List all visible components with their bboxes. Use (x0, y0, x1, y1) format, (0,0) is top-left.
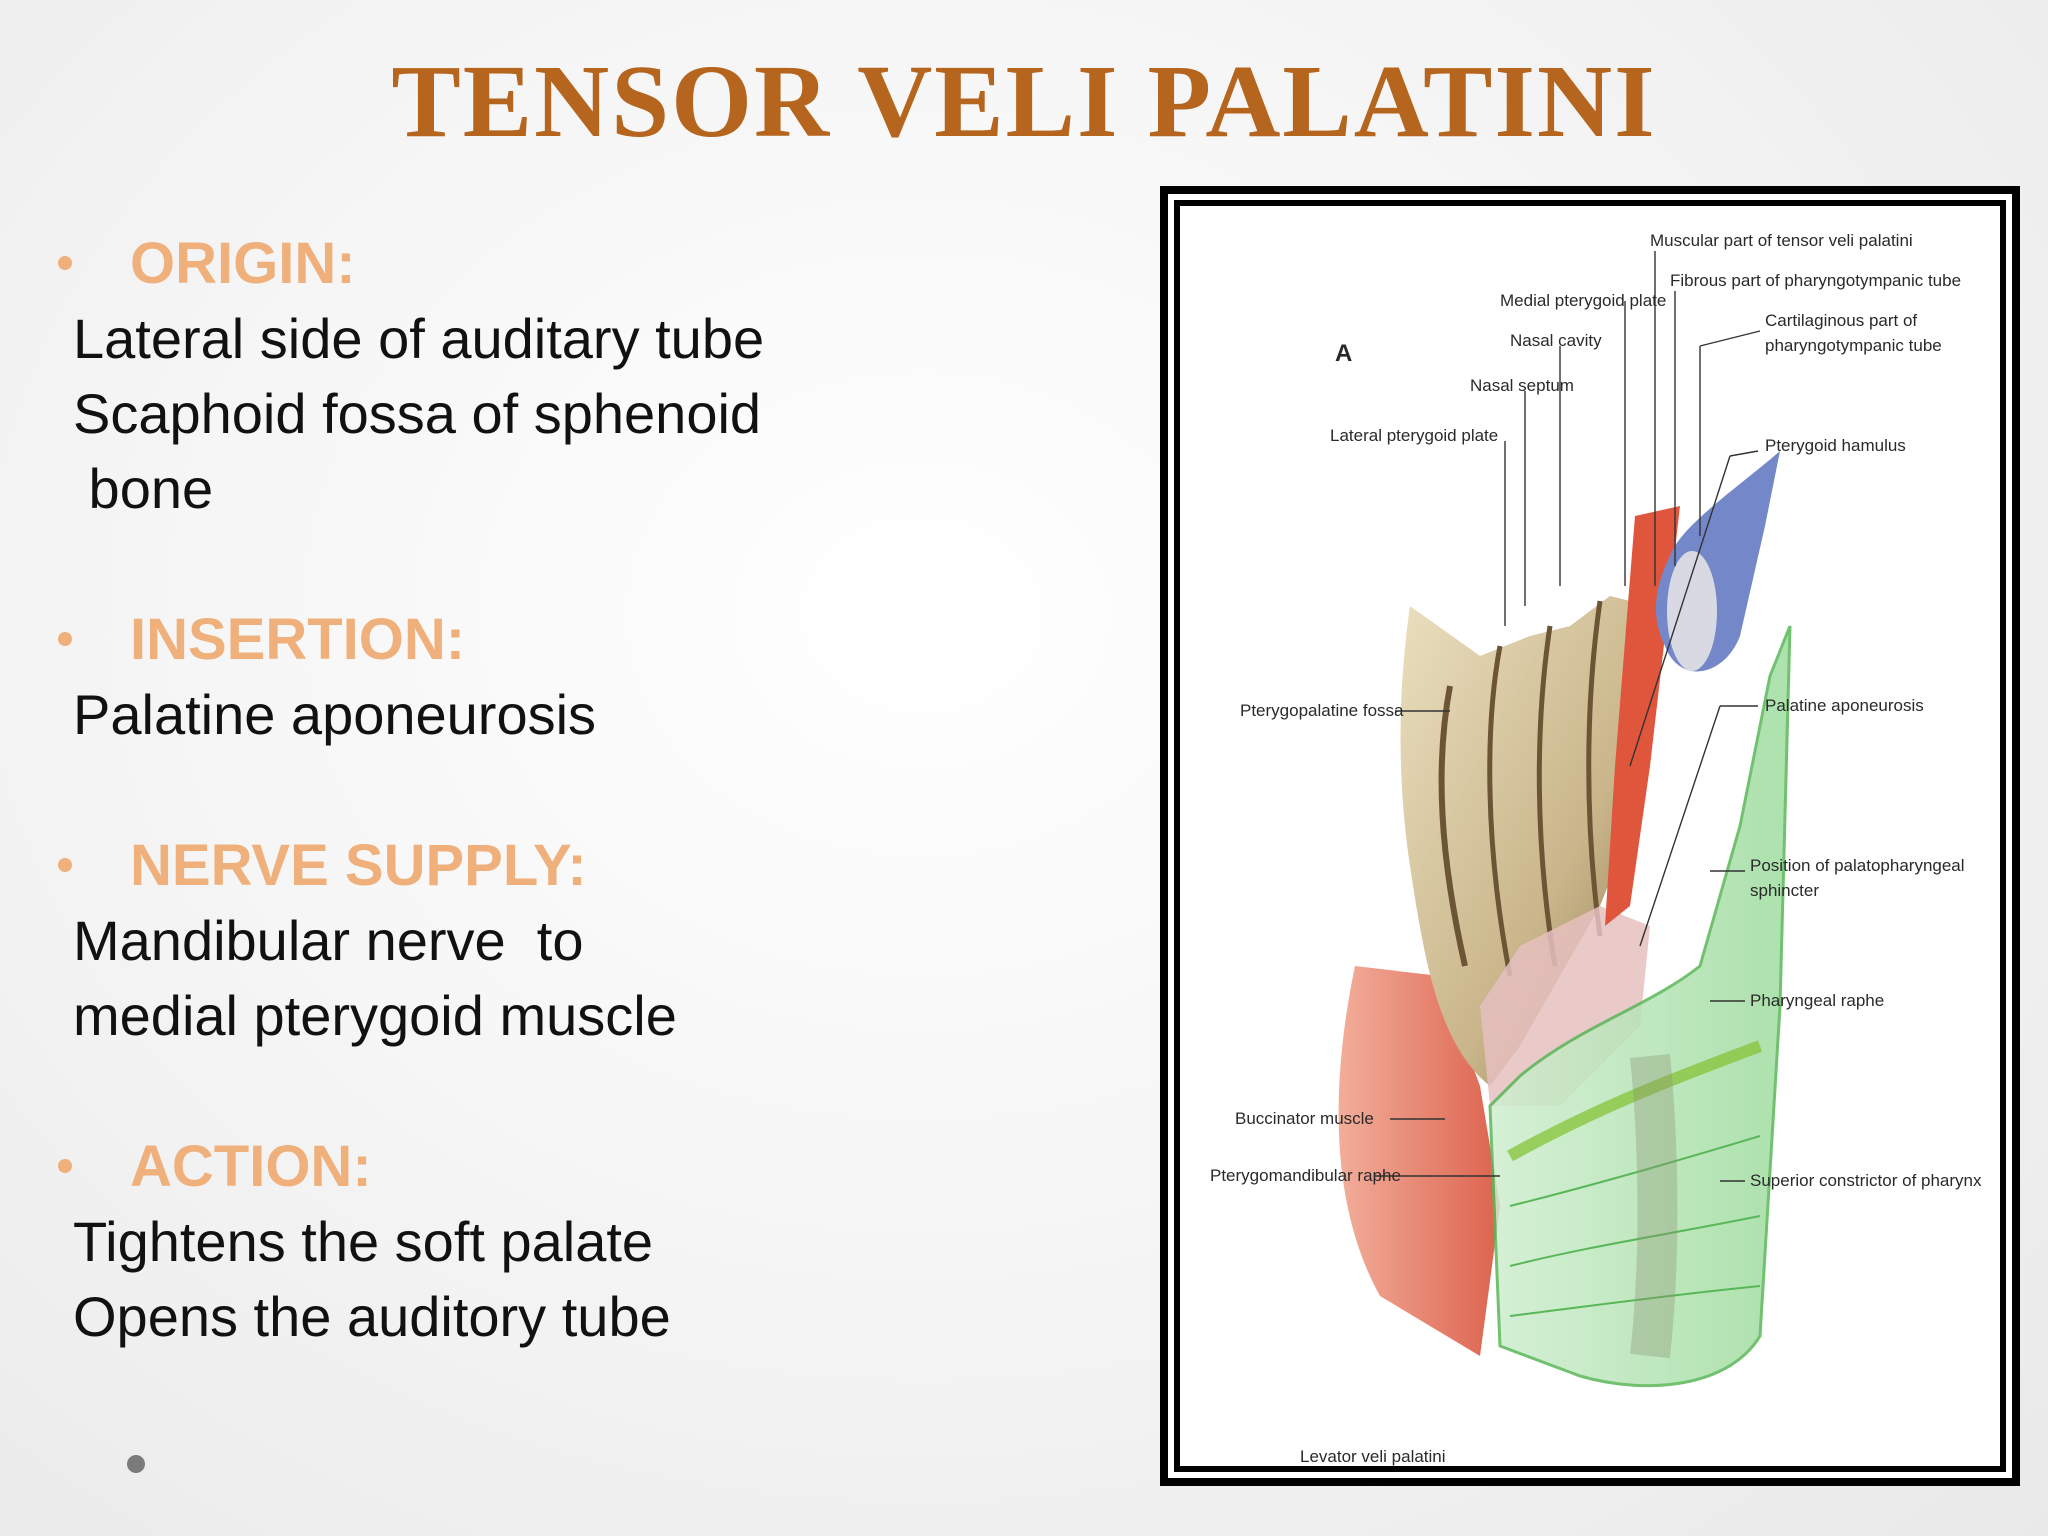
label-buccinator: Buccinator muscle (1235, 1109, 1374, 1128)
label-muscular-part: Muscular part of tensor veli palatini (1650, 231, 1913, 250)
action-line: Tightens the soft palate (73, 1210, 654, 1273)
insertion-heading: INSERTION: (55, 601, 1115, 677)
label-levator: Levator veli palatini (1300, 1447, 1446, 1466)
origin-heading-text: ORIGIN: (130, 230, 356, 296)
label-cartilaginous-2: pharyngotympanic tube (1765, 336, 1942, 355)
action-heading-text: ACTION: (130, 1133, 372, 1199)
insertion-heading-text: INSERTION: (130, 606, 466, 672)
label-cartilaginous-1: Cartilaginous part of (1765, 311, 1917, 330)
action-line: Opens the auditory tube (73, 1285, 671, 1348)
action-heading: ACTION: (55, 1128, 1115, 1204)
label-medial-pterygoid-plate: Medial pterygoid plate (1500, 291, 1666, 310)
label-pharyngeal-raphe: Pharyngeal raphe (1750, 991, 1884, 1010)
slide-indicator-icon (127, 1455, 145, 1473)
label-superior-constrictor: Superior constrictor of pharynx (1750, 1171, 1982, 1190)
nerve-supply-heading-text: NERVE SUPPLY: (130, 832, 587, 898)
section-action: ACTION: Tightens the soft palate Opens t… (55, 1128, 1115, 1354)
bullet-icon (58, 256, 72, 270)
anatomy-illustration: A Muscular part of tensor veli palatini … (1210, 231, 1982, 1466)
label-nasal-septum: Nasal septum (1470, 376, 1574, 395)
insertion-line: Palatine aponeurosis (73, 683, 597, 746)
nerve-supply-heading: NERVE SUPPLY: (55, 827, 1115, 903)
nerve-supply-line: Mandibular nerve to (73, 909, 584, 972)
nerve-supply-line: medial pterygoid muscle (73, 984, 677, 1047)
label-pterygopalatine-fossa: Pterygopalatine fossa (1240, 701, 1404, 720)
section-origin: ORIGIN: Lateral side of auditary tube Sc… (55, 225, 1115, 526)
bullet-icon (58, 1159, 72, 1173)
label-pterygoid-hamulus: Pterygoid hamulus (1765, 436, 1906, 455)
bullet-icon (58, 632, 72, 646)
label-palatopharyngeal-2: sphincter (1750, 881, 1819, 900)
origin-line: Lateral side of auditary tube (73, 307, 765, 370)
label-lateral-pterygoid-plate: Lateral pterygoid plate (1330, 426, 1498, 445)
origin-heading: ORIGIN: (55, 225, 1115, 301)
origin-line: Scaphoid fossa of sphenoid (73, 382, 762, 445)
label-nasal-cavity: Nasal cavity (1510, 331, 1602, 350)
label-palatine-aponeurosis: Palatine aponeurosis (1765, 696, 1924, 715)
bullet-icon (58, 858, 72, 872)
content-list: ORIGIN: Lateral side of auditary tube Sc… (55, 225, 1115, 1354)
label-pterygomandibular: Pterygomandibular raphe (1210, 1166, 1401, 1185)
origin-line: bone (73, 457, 214, 520)
label-fibrous-part: Fibrous part of pharyngotympanic tube (1670, 271, 1961, 290)
label-palatopharyngeal-1: Position of palatopharyngeal (1750, 856, 1965, 875)
panel-letter: A (1335, 340, 1352, 367)
section-insertion: INSERTION: Palatine aponeurosis (55, 601, 1115, 752)
slide-title: TENSOR VELI PALATINI (391, 44, 1657, 159)
anatomy-figure: A Muscular part of tensor veli palatini … (1160, 186, 2020, 1486)
section-nerve-supply: NERVE SUPPLY: Mandibular nerve to medial… (55, 827, 1115, 1053)
